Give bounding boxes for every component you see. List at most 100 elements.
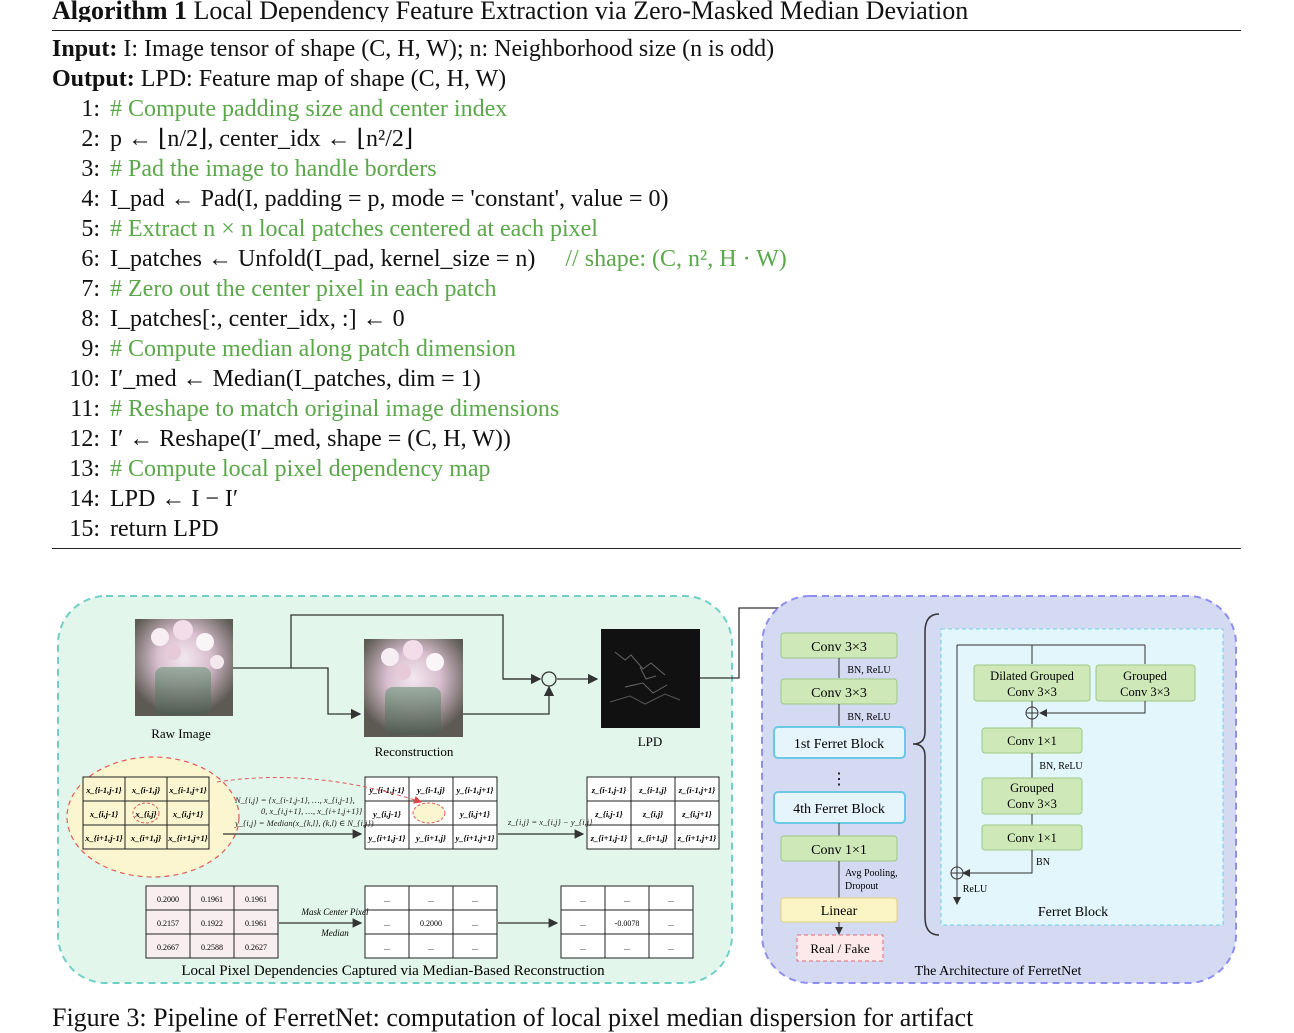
- algorithm-title-text: Local Dependency Feature Extraction via …: [193, 0, 969, 22]
- formula-neighborhood: N_{i,j} = {x_{i-1,j-1}, …, x_{i,j-1},: [234, 795, 355, 805]
- grid-cell-value: ...: [668, 919, 674, 928]
- line-code: I′ ← Reshape(I′_med, shape = (C, H, W)): [110, 426, 511, 452]
- output-text: LPD: Feature map of shape (C, H, W): [140, 66, 507, 92]
- line-number: 5:: [81, 216, 100, 242]
- grid-cell-value: z_{i-1,j-1}: [591, 785, 627, 795]
- line-number: 14:: [69, 486, 100, 512]
- grid-cell-value: 0.1961: [201, 895, 223, 904]
- grid-cell: [364, 909, 410, 935]
- algorithm-line: 13:# Compute local pixel dependency map: [52, 454, 1241, 484]
- architecture: Conv 3×3 BN, ReLU Conv 3×3 BN, ReLU 1st …: [773, 632, 906, 962]
- grid-cell: [145, 909, 191, 935]
- algorithm-line: 2:p ← ⌊n/2⌋, center_idx ← ⌊n²/2⌋: [52, 124, 1241, 154]
- algorithm-output: Output: LPD: Feature map of shape (C, H,…: [52, 64, 1241, 94]
- left-panel-caption: Local Pixel Dependencies Captured via Me…: [181, 963, 605, 979]
- grid-cell-value: 0.1961: [245, 895, 267, 904]
- algorithm-line: 5: # Extract n × n local patches centered…: [52, 214, 1241, 244]
- grid-cell-value: z_{i+1,j+1}: [677, 833, 717, 843]
- conv3x3-label-1: Conv 3×3: [811, 640, 867, 655]
- grid-cell-value: ...: [668, 943, 674, 952]
- ferret-block-4-label: 4th Ferret Block: [793, 802, 885, 817]
- block-bn-relu-label: BN, ReLU: [1039, 761, 1083, 772]
- grid-cell: [166, 824, 210, 850]
- grid-cell-value: 0.1922: [201, 919, 223, 928]
- grid-cell-value: z_{i+1,j}: [637, 833, 667, 843]
- algorithm-line: 15:return LPD: [52, 514, 1241, 544]
- line-comment: # Compute padding size and center index: [110, 96, 508, 122]
- grid-cell-value: ...: [472, 943, 478, 952]
- brace: [912, 613, 940, 936]
- reconstruction-image: [364, 639, 463, 737]
- block-grouped-label-2: Conv 3×3: [1007, 797, 1057, 811]
- median-highlight: [412, 802, 446, 824]
- figure: Raw Image Reconstruction LPD x_{i-1,j-1}…: [55, 592, 1240, 997]
- block-bn-label: BN: [1036, 857, 1050, 868]
- raw-image: [135, 619, 233, 716]
- grid-cell: [452, 909, 498, 935]
- reconstruction-label: Reconstruction: [375, 744, 454, 759]
- grid-cell-value: ...: [384, 919, 390, 928]
- line-comment: # Pad the image to handle borders: [110, 156, 437, 182]
- grid-cell-value: z_{i-1,j}: [638, 785, 666, 795]
- algorithm-line: 7:# Zero out the center pixel in each pa…: [52, 274, 1241, 304]
- grid-cell-value: 0.2627: [245, 943, 267, 952]
- grid-cell-value: ...: [580, 895, 586, 904]
- grid-cell: [452, 933, 498, 959]
- real-fake-label: Real / Fake: [810, 941, 869, 956]
- grouped-label: Grouped: [1123, 669, 1167, 683]
- grid-cell-value: y_{i-1,j+1}: [456, 785, 494, 795]
- grid-cell-value: ...: [668, 895, 674, 904]
- grid-cell: [189, 933, 235, 959]
- dilated-label-2: Conv 3×3: [1007, 685, 1057, 699]
- line-comment: # Extract n × n local patches centered a…: [110, 216, 598, 242]
- line-code: I_patches[:, center_idx, :] ← 0: [110, 306, 405, 332]
- grid-cell-value: y_{i-1,j}: [416, 785, 445, 795]
- grid-cell: [648, 933, 694, 959]
- lpd-label: LPD: [638, 734, 663, 749]
- grid-cell-value: y_{i,j+1}: [459, 809, 490, 819]
- grid-cell-value: -0.0078: [615, 919, 640, 928]
- algorithm-line: 14:LPD ← I − I′: [52, 484, 1241, 514]
- algorithm-line: 11:# Reshape to match original image dim…: [52, 394, 1241, 424]
- grid-cell: [674, 776, 720, 802]
- grid-cell-value: z_{i+1,j-1}: [590, 833, 628, 843]
- line-number: 15:: [69, 516, 100, 542]
- ferret-ellipsis: ⋮: [831, 771, 847, 788]
- grid-cell-value: ...: [580, 943, 586, 952]
- algorithm-line: 9:# Compute median along patch dimension: [52, 334, 1241, 364]
- median-label: Median: [320, 928, 349, 938]
- ferret-block-internals: Dilated Grouped Conv 3×3 Grouped Conv 3×…: [950, 644, 1196, 920]
- figure-caption: Figure 3: Pipeline of FerretNet: computa…: [52, 1003, 974, 1032]
- median-grid: ............0.2000............: [364, 885, 498, 959]
- grid-cell-value: 0.2588: [201, 943, 223, 952]
- grid-cell-value: ...: [384, 943, 390, 952]
- line-number: 8:: [81, 306, 100, 332]
- conv3x3-label-2: Conv 3×3: [811, 686, 867, 701]
- grid-cell-value: ...: [580, 919, 586, 928]
- grid-cell-value: x_{i,j}: [134, 809, 156, 819]
- bn-relu-label-2: BN, ReLU: [847, 712, 891, 723]
- ferret-block-1: [773, 726, 906, 759]
- pipeline-figure-svg: Raw Image Reconstruction LPD x_{i-1,j-1}…: [57, 595, 1237, 984]
- grid-cell: [408, 933, 454, 959]
- grid-cell-value: ...: [624, 895, 630, 904]
- line-number: 13:: [69, 456, 100, 482]
- line-number: 11:: [70, 396, 100, 422]
- block-conv1x1-label-1: Conv 1×1: [1007, 734, 1057, 748]
- grid-cell: [124, 824, 168, 850]
- x-grid: x_{i-1,j-1}x_{i-1,j}x_{i-1,j+1}x_{i,j-1}…: [82, 776, 210, 850]
- grid-cell: [364, 800, 410, 826]
- z-grid: z_{i-1,j-1}z_{i-1,j}z_{i-1,j+1}z_{i,j-1}…: [586, 776, 720, 850]
- input-text: I: Image tensor of shape (C, H, W); n: N…: [123, 36, 775, 62]
- line-comment: # Zero out the center pixel in each patc…: [110, 276, 497, 302]
- block-grouped-label: Grouped: [1010, 781, 1054, 795]
- grid-cell-value: ...: [428, 943, 434, 952]
- mask-center-label: Mask Center Pixel: [301, 907, 369, 917]
- raw-image-label: Raw Image: [151, 726, 211, 741]
- algorithm-line: 12:I′ ← Reshape(I′_med, shape = (C, H, W…: [52, 424, 1241, 454]
- grid-cell: [452, 800, 498, 826]
- grid-cell-value: x_{i+1,j}: [130, 833, 161, 843]
- grid-cell-value: 0.2667: [157, 943, 179, 952]
- grid-cell-value: x_{i+1,j+1}: [167, 833, 207, 843]
- pooling-label: Avg Pooling,: [845, 868, 898, 879]
